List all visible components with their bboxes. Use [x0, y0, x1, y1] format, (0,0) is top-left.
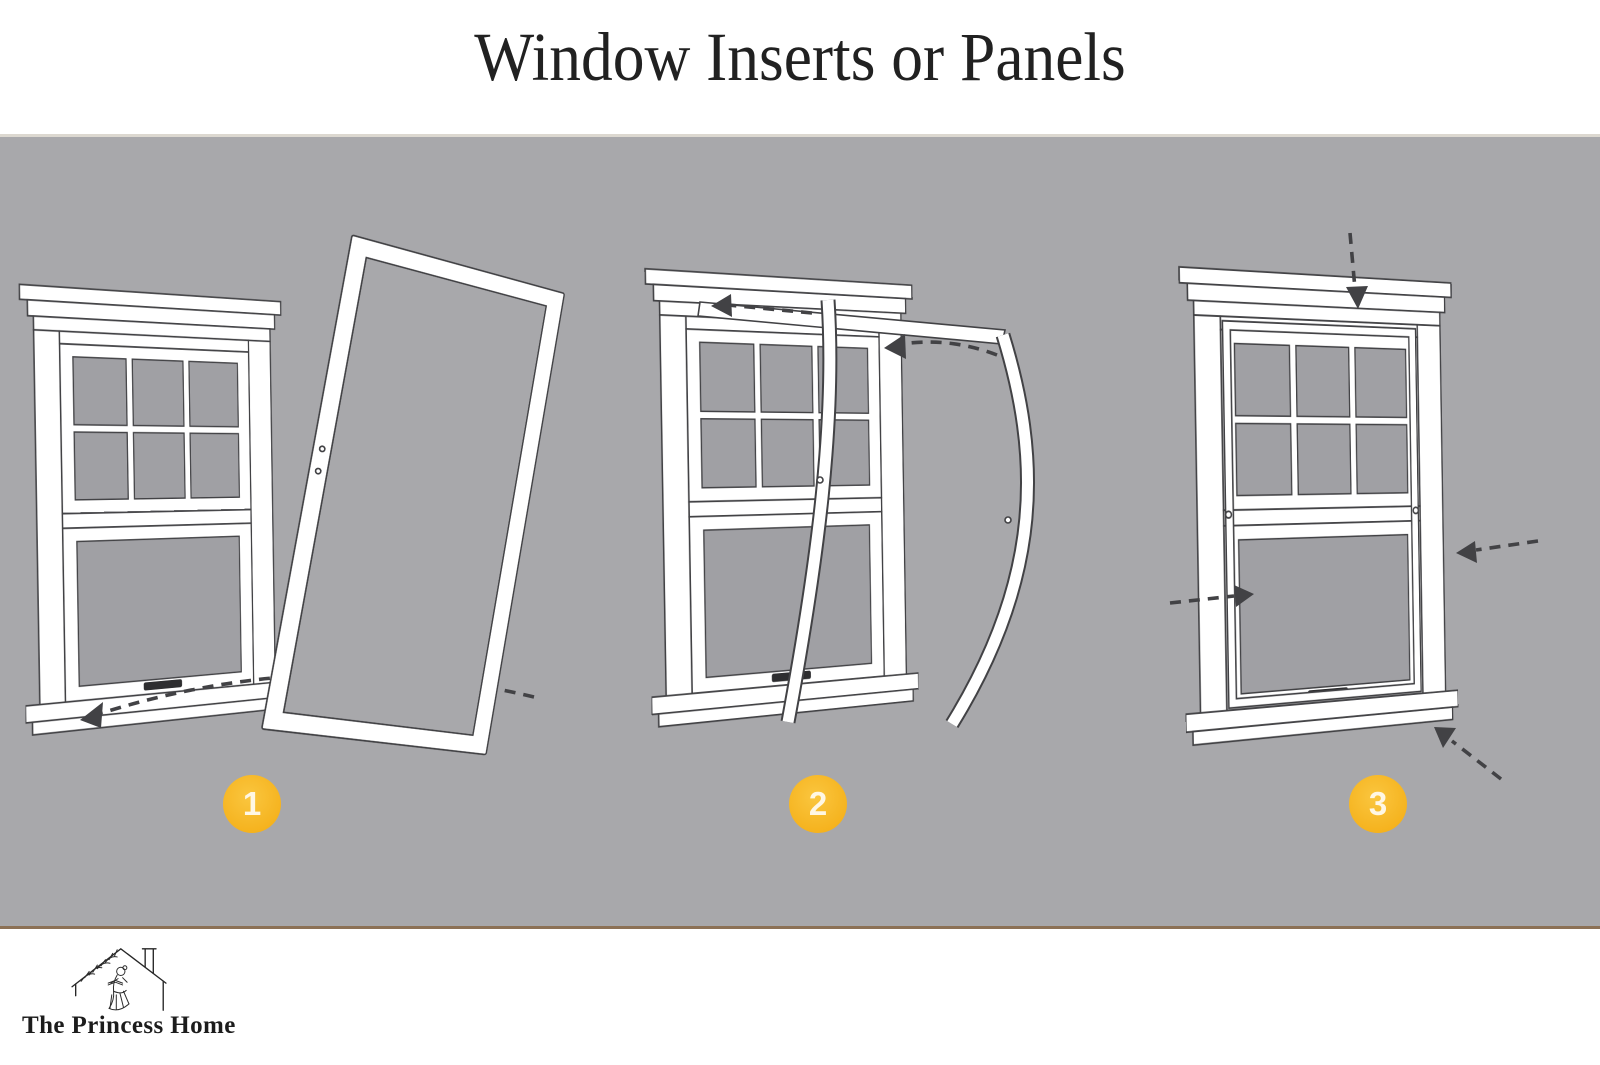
step1-insert-panel-illustration	[258, 231, 567, 758]
mount-pin-left	[1226, 511, 1232, 518]
double-hung-window-icon	[644, 243, 919, 743]
step2-window-illustration	[644, 243, 919, 743]
step2-number: 2	[808, 785, 828, 822]
double-hung-window-with-insert-icon	[1178, 240, 1459, 762]
insert-panel-frame-icon	[258, 231, 567, 758]
step3-window-illustration	[1178, 240, 1459, 762]
step2-number-badge: 2	[789, 775, 847, 833]
house-with-reading-princess-icon	[56, 938, 182, 1012]
illustration-banner: 1 2 3	[0, 134, 1600, 929]
brand-name: The Princess Home	[22, 1012, 236, 1039]
mount-pin-right	[1413, 507, 1418, 513]
step3-press-right-arrow	[1456, 539, 1539, 563]
step3-sill-arrow	[1434, 727, 1503, 781]
page-title: Window Inserts or Panels	[474, 19, 1126, 95]
step3-number: 3	[1368, 785, 1388, 822]
step3-number-badge: 3	[1349, 775, 1407, 833]
step1-number: 1	[242, 785, 262, 822]
step1-number-badge: 1	[223, 775, 281, 833]
brand-logo: The Princess Home	[22, 936, 236, 1048]
step1-window-illustration	[18, 259, 288, 751]
double-hung-window-icon	[18, 259, 288, 751]
